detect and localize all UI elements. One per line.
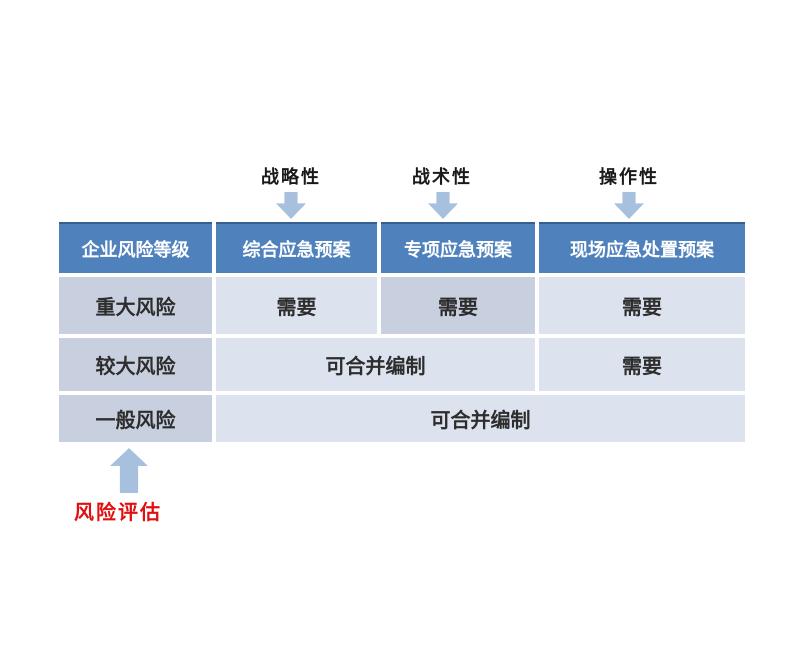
cell-larger-onsite: 需要: [539, 338, 745, 391]
cell-major-special: 需要: [381, 277, 535, 334]
cell-larger-merged: 可合并编制: [216, 338, 535, 391]
down-arrow-icon: [614, 192, 644, 219]
cell-general-risk-label: 一般风险: [59, 395, 212, 442]
risk-assessment-label: 风险评估: [74, 502, 162, 524]
cell-larger-risk-label: 较大风险: [59, 338, 212, 391]
label-strategic: 战略性: [261, 167, 321, 187]
cell-major-risk-label: 重大风险: [59, 277, 212, 334]
down-arrow-icon: [276, 192, 306, 219]
up-arrow-icon: [110, 448, 148, 493]
cell-major-comprehensive: 需要: [216, 277, 377, 334]
header-cell-risk-level: 企业风险等级: [59, 222, 212, 273]
down-arrow-icon: [428, 192, 458, 219]
cell-major-onsite: 需要: [539, 277, 745, 334]
label-operational: 操作性: [599, 167, 659, 187]
risk-plan-table: 企业风险等级 综合应急预案 专项应急预案 现场应急处置预案 重大风险 需要 需要…: [59, 222, 745, 442]
header-cell-special-plan: 专项应急预案: [381, 222, 535, 273]
header-cell-comprehensive-plan: 综合应急预案: [216, 222, 377, 273]
cell-general-merged: 可合并编制: [216, 395, 745, 442]
header-cell-onsite-plan: 现场应急处置预案: [539, 222, 745, 273]
label-tactical: 战术性: [412, 167, 472, 187]
